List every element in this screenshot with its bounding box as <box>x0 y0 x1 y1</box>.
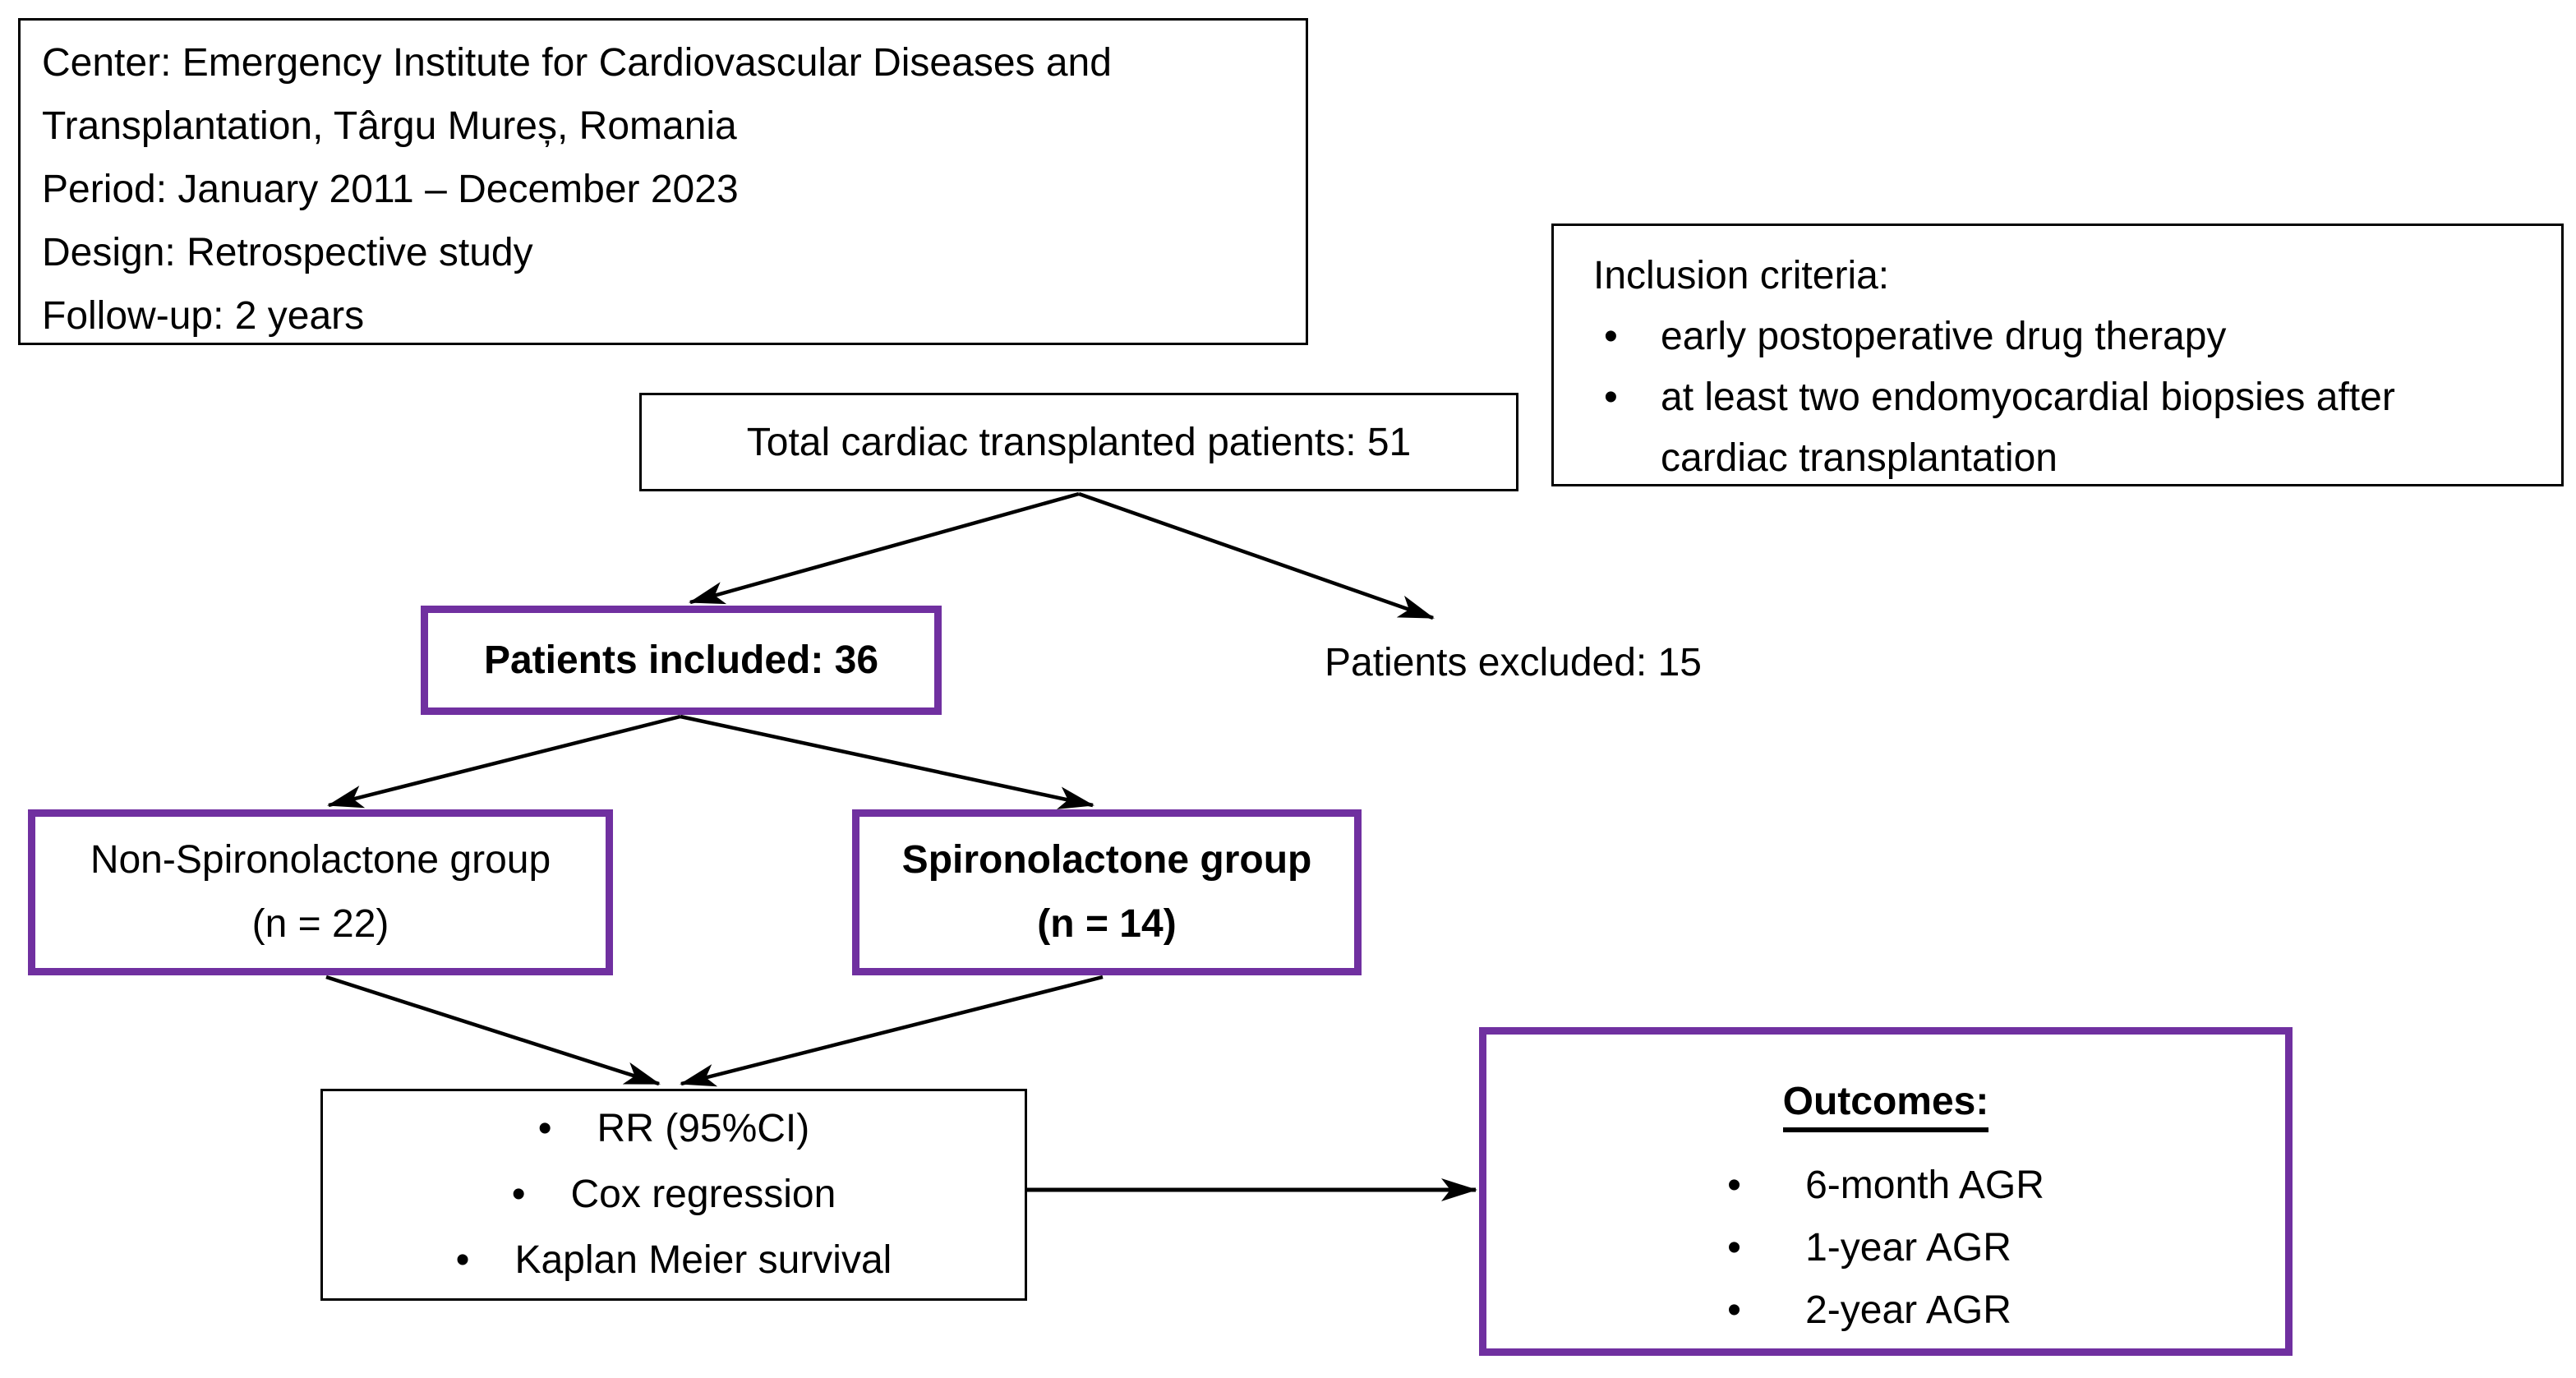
inclusion-criteria-box: Inclusion criteria: early postoperative … <box>1551 224 2564 486</box>
arrow-total-to-included <box>689 491 1080 605</box>
methods-bullet-cox: Cox regression <box>323 1162 1025 1228</box>
outcomes-list: 6-month AGR 1-year AGR 2-year AGR <box>1727 1154 2044 1342</box>
inclusion-bullet-2-line-2: cardiac transplantation <box>1661 436 2058 480</box>
info-line-center: Center: Emergency Institute for Cardiova… <box>42 41 1112 85</box>
non-spironolactone-group-name: Non-Spironolactone group <box>90 838 551 882</box>
inclusion-bullet-1-line: early postoperative drug therapy <box>1661 315 2227 358</box>
outcome-2-year-agr: 2-year AGR <box>1727 1279 2044 1342</box>
outcome-1-year-agr: 1-year AGR <box>1727 1217 2044 1279</box>
outcomes-title-text: Outcomes: <box>1782 1080 1989 1132</box>
info-line-period: Period: January 2011 – December 2023 <box>42 168 739 211</box>
patients-included-box: Patients included: 36 <box>421 606 942 715</box>
non-spironolactone-group-n: (n = 22) <box>251 902 389 946</box>
methods-bullet-kaplan-meier: Kaplan Meier survival <box>323 1228 1025 1293</box>
inclusion-bullet-1: early postoperative drug therapy <box>1593 306 2548 367</box>
info-line-design: Design: Retrospective study <box>42 231 533 274</box>
spironolactone-group-box: Spironolactone group (n = 14) <box>852 809 1362 975</box>
patients-included-label: Patients included: 36 <box>483 638 879 682</box>
non-spironolactone-group-box: Non-Spironolactone group (n = 22) <box>28 809 613 975</box>
outcomes-title: Outcomes: <box>1486 1071 2285 1133</box>
arrow-total-to-excluded <box>1078 491 1435 620</box>
arrow-nonspironolactone-to-methods <box>325 975 661 1086</box>
arrow-spironolactone-to-methods <box>680 975 1104 1087</box>
outcomes-list-wrap: 6-month AGR 1-year AGR 2-year AGR <box>1486 1154 2285 1342</box>
spironolactone-group-name: Spironolactone group <box>901 838 1312 882</box>
info-line-followup: Follow-up: 2 years <box>42 294 365 338</box>
inclusion-bullet-2-line-1: at least two endomyocardial biopsies aft… <box>1661 376 2395 419</box>
patients-excluded-label: Patients excluded: 15 <box>1325 641 1702 684</box>
spironolactone-group-n: (n = 14) <box>1037 902 1177 946</box>
arrow-included-to-spironolactone <box>680 714 1094 809</box>
inclusion-title: Inclusion criteria: <box>1593 254 1890 297</box>
outcome-6-month-agr: 6-month AGR <box>1727 1154 2044 1217</box>
outcomes-box: Outcomes: 6-month AGR 1-year AGR 2-year … <box>1479 1027 2293 1356</box>
total-patients-box: Total cardiac transplanted patients: 51 <box>639 393 1518 491</box>
inclusion-bullet-2: at least two endomyocardial biopsies aft… <box>1593 367 2548 489</box>
study-info-box: Center: Emergency Institute for Cardiova… <box>18 18 1308 345</box>
methods-bullet-rr: RR (95%CI) <box>323 1096 1025 1162</box>
total-patients-label: Total cardiac transplanted patients: 51 <box>746 420 1412 464</box>
statistical-methods-box: RR (95%CI) Cox regression Kaplan Meier s… <box>320 1089 1027 1301</box>
arrow-included-to-nonspironolactone <box>327 714 681 809</box>
info-line-center-2: Transplantation, Târgu Mureș, Romania <box>42 104 737 148</box>
